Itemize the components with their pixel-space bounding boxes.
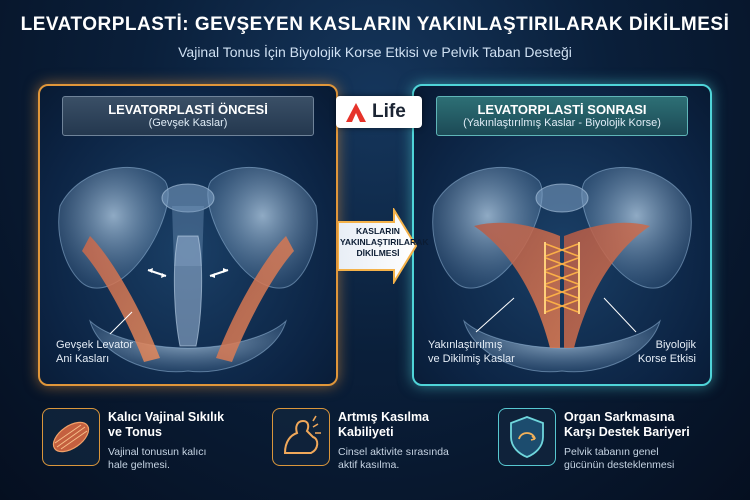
muscle-fiber-icon	[42, 408, 100, 466]
before-panel: LEVATORPLASTİ ÖNCESİ (Gevşek Kaslar) Gev…	[38, 84, 338, 386]
feature-organ-support: Organ Sarkmasına Karşı Destek Bariyeri P…	[498, 404, 728, 484]
feature-3-title: Organ Sarkmasına Karşı Destek Bariyeri	[564, 410, 690, 439]
page-subtitle: Vajinal Tonus İçin Biyolojik Korse Etkis…	[178, 44, 572, 60]
feature-contraction: Artmış Kasılma Kabiliyeti Cinsel aktivit…	[272, 404, 502, 484]
feature-1-title: Kalıcı Vajinal Sıkılık ve Tonus	[108, 410, 225, 439]
before-panel-header: LEVATORPLASTİ ÖNCESİ (Gevşek Kaslar)	[62, 96, 314, 136]
transition-arrow	[338, 208, 418, 284]
before-panel-title: LEVATORPLASTİ ÖNCESİ	[108, 102, 268, 117]
loose-muscle-annotation: Gevşek Levator Ani Kasları	[56, 339, 134, 365]
feature-vaginal-tonus: Kalıcı Vajinal Sıkılık ve Tonus Vajinal …	[42, 404, 272, 484]
feature-1-description: Vajinal tonusun kalıcı hale gelmesi.	[108, 446, 207, 471]
before-panel-subtitle: (Gevşek Kaslar)	[148, 117, 228, 129]
after-panel-header: LEVATORPLASTİ SONRASI (Yakınlaştırılmış …	[436, 96, 688, 136]
feature-3-description: Pelvik tabanın genel gücünün desteklenme…	[564, 446, 675, 471]
sutured-muscle-annotation: Yakınlaştırılmış ve Dikilmiş Kaslar	[428, 339, 515, 365]
pelvis-before-illustration	[58, 166, 318, 373]
life-logo: Life	[336, 96, 422, 128]
biological-corset-annotation: Biyolojik Korse Etkisi	[637, 339, 696, 365]
a-chevron-logo-icon	[346, 103, 366, 122]
pelvis-after-illustration	[432, 166, 692, 373]
feature-2-description: Cinsel aktivite sırasında aktif kasılma.	[338, 446, 449, 471]
after-panel-title: LEVATORPLASTİ SONRASI	[477, 102, 647, 117]
feature-2-title: Artmış Kasılma Kabiliyeti	[338, 410, 430, 439]
after-panel-subtitle: (Yakınlaştırılmış Kaslar - Biyolojik Kor…	[463, 117, 661, 129]
page-title: LEVATORPLASTİ: GEVŞEYEN KASLARIN YAKINLA…	[20, 14, 730, 35]
transition-arrow-label: KASLARIN YAKINLAŞTIRILARAK DİKİLMESİ	[340, 226, 429, 258]
after-panel: LEVATORPLASTİ SONRASI (Yakınlaştırılmış …	[412, 84, 712, 386]
flexed-arm-icon	[272, 408, 330, 466]
shield-icon	[498, 408, 556, 466]
